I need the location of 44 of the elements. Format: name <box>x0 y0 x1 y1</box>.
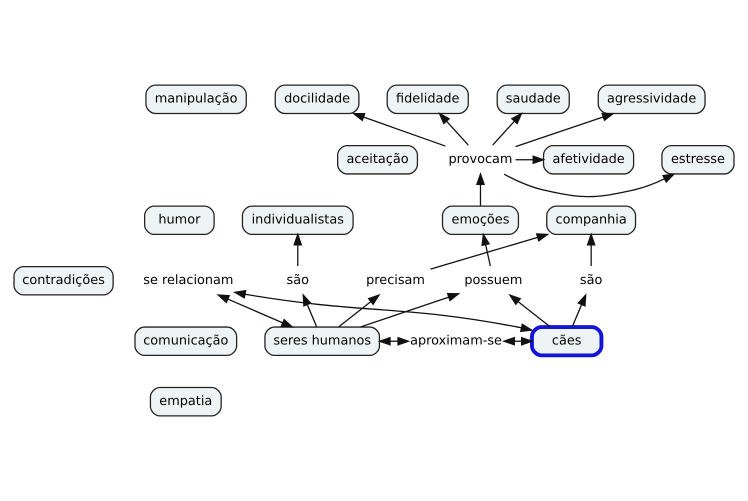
node-box: fidelidade <box>386 84 469 114</box>
node-text: são <box>580 272 602 288</box>
arrow <box>572 293 586 327</box>
node-text: precisam <box>366 272 425 288</box>
node-text: possuem <box>464 272 522 288</box>
arrow <box>352 112 446 147</box>
arrow <box>378 336 410 346</box>
node-box: agressividade <box>598 84 706 114</box>
node-box: manipulação <box>145 84 247 114</box>
node-box: estresse <box>661 144 735 175</box>
node-box: companhia <box>546 205 636 236</box>
node-box: seres humanos <box>264 326 380 356</box>
node-box: individualistas <box>242 205 354 236</box>
node-box: comunicação <box>134 326 238 356</box>
arrow <box>338 294 380 328</box>
node-box: cães <box>530 325 604 358</box>
arrow <box>515 112 615 148</box>
node-text: se relacionam <box>143 272 234 288</box>
arrow <box>586 232 596 266</box>
arrow <box>360 293 460 328</box>
arrow <box>492 112 523 146</box>
node-text: aproximam-se <box>410 333 502 348</box>
node-box: humor <box>144 205 215 236</box>
node-box: saudade <box>496 84 570 114</box>
arrow <box>516 155 546 164</box>
node-box: aceitação <box>337 144 418 175</box>
arrow <box>502 336 534 346</box>
arrow <box>216 294 294 328</box>
arrow <box>232 290 534 332</box>
node-box: docilidade <box>274 84 360 114</box>
arrow <box>504 173 676 198</box>
arrow <box>476 172 485 206</box>
node-text: são <box>286 272 309 288</box>
node-box: empatia <box>150 386 222 416</box>
arrow <box>438 112 469 146</box>
arrow <box>430 233 550 270</box>
node-text: provocam <box>448 152 512 167</box>
arrow <box>481 232 491 266</box>
node-box: afetividade <box>542 144 634 175</box>
arrow <box>302 293 318 327</box>
node-box: emoções <box>442 205 520 236</box>
arrow <box>293 232 302 266</box>
node-box: contradições <box>13 266 114 296</box>
arrow <box>508 294 550 328</box>
